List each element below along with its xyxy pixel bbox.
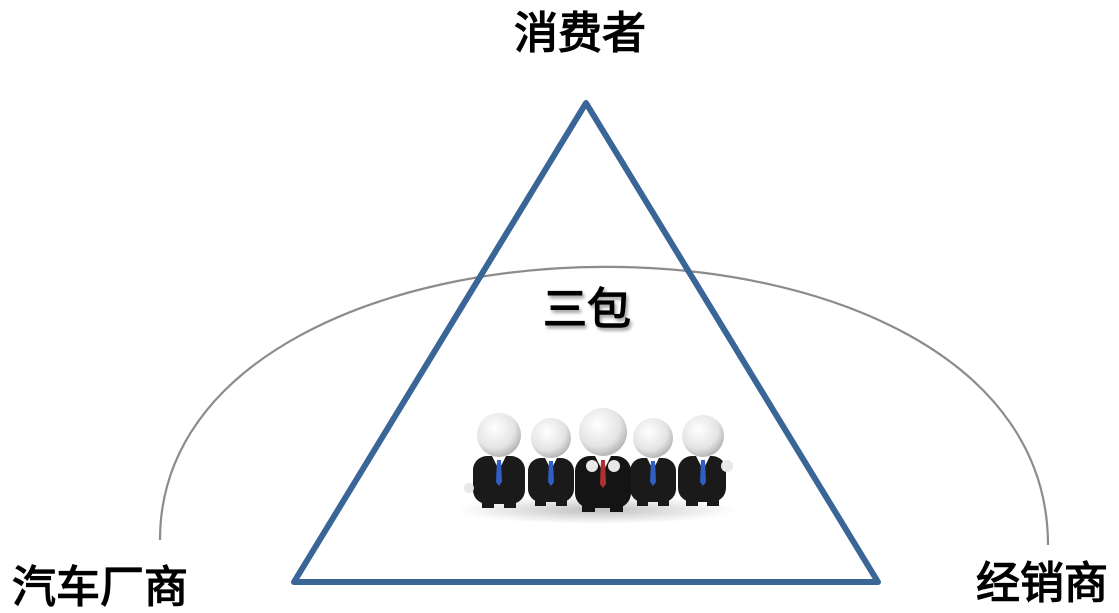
- figure-2: [528, 418, 574, 506]
- node-consumer-label: 消费者: [514, 8, 646, 59]
- figure-3: [575, 408, 631, 512]
- figure-1: [464, 413, 525, 508]
- node-dealer-label: 经销商: [976, 558, 1108, 609]
- figure-4: [630, 418, 676, 506]
- center-three-guarantees-label: 三包: [543, 284, 631, 335]
- node-automaker-label: 汽车厂商: [12, 562, 188, 613]
- figure-5: [678, 415, 733, 506]
- relationship-triangle: [291, 100, 881, 585]
- relationship-arc: [158, 265, 1050, 546]
- team-figures-illustration: [457, 408, 737, 524]
